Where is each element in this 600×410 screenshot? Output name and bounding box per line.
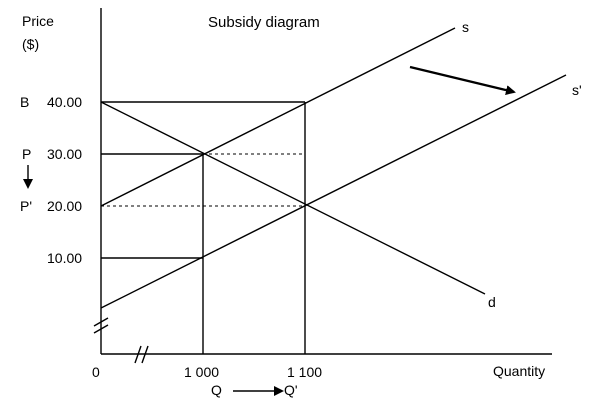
marker-P: P: [22, 146, 31, 162]
supply-shift-arrow: [409, 65, 516, 95]
marker-Q-prime: Q': [284, 382, 298, 398]
supply-curve: [100, 27, 456, 207]
marker-Q: Q: [211, 382, 222, 398]
y-axis-label-price: Price: [22, 13, 54, 29]
x-axis-label: Quantity: [493, 363, 545, 379]
y-tick-20: 20.00: [47, 198, 82, 214]
marker-B: B: [20, 94, 29, 110]
x-tick-1000: 1 000: [184, 364, 219, 380]
y-tick-40: 40.00: [47, 94, 82, 110]
marker-P-prime: P': [20, 198, 32, 214]
y-tick-30: 30.00: [47, 146, 82, 162]
y-axis-label-unit: ($): [22, 36, 39, 52]
x-tick-1100: 1 100: [287, 364, 322, 380]
y-axis-break-mark: [93, 324, 109, 334]
x-axis-break-mark: [141, 345, 149, 364]
demand-curve-label: d: [488, 294, 496, 310]
origin-label: 0: [92, 364, 100, 380]
diagram-title: Subsidy diagram: [208, 14, 320, 31]
demand-curve: [100, 101, 486, 295]
y-axis-break-mark: [93, 317, 109, 327]
supply-curve-shifted-label: s': [572, 82, 582, 98]
supply-curve-label: s: [462, 19, 469, 35]
supply-curve-shifted: [100, 74, 567, 309]
y-tick-10: 10.00: [47, 250, 82, 266]
x-axis-break-mark: [134, 345, 142, 364]
